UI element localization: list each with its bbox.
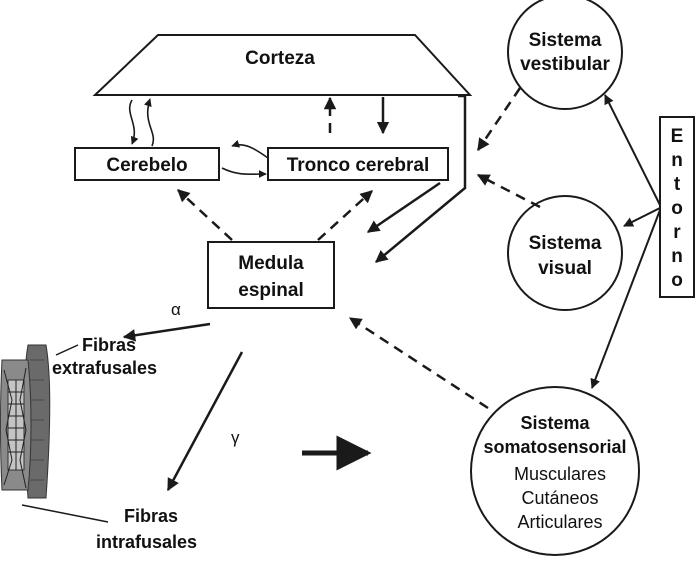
entorno-letter: o — [671, 198, 683, 219]
gamma-label: γ — [231, 428, 240, 447]
entorno-letter: n — [671, 246, 683, 267]
entorno-box — [659, 116, 695, 298]
corteza-label: Corteza — [245, 48, 315, 69]
visual-label-2: visual — [538, 258, 592, 279]
sensory-dashed-arrows — [177, 87, 541, 410]
corteza-box — [92, 34, 473, 96]
muscle-fiber-illustration — [0, 344, 109, 523]
cerebelo-box — [74, 147, 220, 181]
visual-to-tronco-arrow — [476, 173, 541, 209]
vestibular-label-1: Sistema — [529, 30, 602, 51]
extrafusales-label-2: extrafusales — [52, 358, 157, 378]
alpha-label: α — [171, 300, 181, 319]
intrafusales-label-1: Fibras — [124, 506, 178, 526]
cerebelo-label: Cerebelo — [106, 155, 187, 176]
visual-circle — [507, 195, 623, 311]
gamma-arrow — [166, 351, 244, 492]
somato-label-1: Sistema — [520, 413, 590, 433]
entorno-letter: E — [671, 126, 684, 147]
entorno-letter: o — [671, 270, 683, 291]
intrafusales-label-2: intrafusales — [96, 532, 197, 552]
somato-item-1: Musculares — [514, 464, 606, 484]
vestibular-to-tronco-arrow — [476, 87, 522, 152]
corteza-to-medula-arrow — [375, 94, 467, 263]
entorno-arrows — [590, 94, 661, 389]
visual-label-1: Sistema — [529, 233, 602, 254]
entorno-label: E n t o r n o — [671, 126, 684, 291]
vestibular-circle — [507, 0, 623, 110]
tronco-label: Tronco cerebral — [287, 155, 430, 176]
medula-label-2: espinal — [238, 280, 303, 301]
extrafusales-label-1: Fibras — [82, 335, 136, 355]
somato-item-2: Cutáneos — [521, 488, 598, 508]
entorno-to-vestibular-arrow — [604, 94, 661, 206]
tronco-to-cerebelo-arrow — [231, 139, 269, 159]
somatosensorial-circle — [470, 386, 640, 556]
somato-to-medula-arrow — [348, 316, 489, 410]
entorno-to-somato-arrow — [590, 209, 661, 389]
entorno-letter: r — [673, 222, 681, 243]
motor-solid-arrows — [366, 94, 467, 263]
corteza-to-cerebelo-arrow — [128, 99, 139, 145]
vestibular-label-2: vestibular — [520, 54, 610, 75]
tronco-box — [267, 147, 449, 181]
entorno-letter: t — [674, 174, 681, 195]
entorno-letter: n — [671, 150, 683, 171]
entorno-to-visual-arrow — [623, 207, 661, 227]
cerebelo-to-corteza-arrow — [143, 98, 155, 147]
somato-item-3: Articulares — [517, 512, 602, 532]
cerebelo-corteza-loop — [128, 98, 155, 147]
tronco-to-medula-arrow — [366, 181, 441, 234]
medula-to-tronco-arrow — [317, 190, 373, 241]
medula-to-cerebelo-arrow — [177, 189, 233, 241]
somato-label-2: somatosensorial — [483, 437, 626, 457]
cerebelo-to-tronco-arrow — [221, 167, 267, 179]
intrafusales-pointer — [21, 504, 109, 523]
alpha-arrow — [122, 322, 211, 342]
cerebelo-tronco-loop — [221, 139, 269, 179]
medula-box — [207, 241, 335, 309]
medula-label-1: Medula — [238, 253, 304, 274]
extrafusales-pointer — [55, 344, 79, 356]
